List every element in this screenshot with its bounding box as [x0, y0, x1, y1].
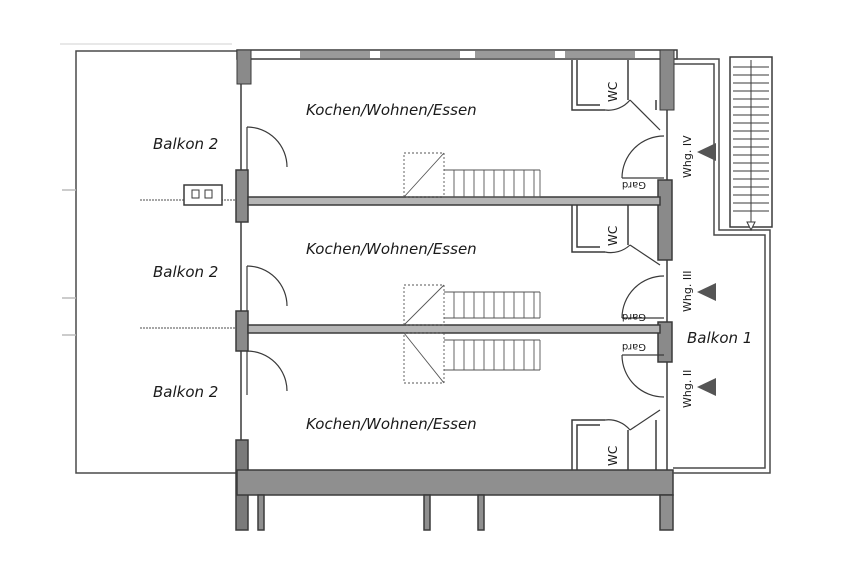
label-balcony1: Balkon 1 — [687, 329, 752, 347]
label-kitchen-top: Kochen/Wohnen/Essen — [306, 101, 477, 119]
label-whg-iv: Whg. IV — [681, 135, 694, 178]
entrance-arrows — [697, 143, 716, 396]
entrance-arrow-iii — [697, 283, 716, 301]
external-stair — [729, 56, 773, 232]
right-wall — [657, 110, 673, 470]
entrance-arrow-ii — [697, 378, 716, 396]
entrance-arrow-iv — [697, 143, 716, 161]
label-balcony2-top: Balkon 2 — [153, 135, 218, 153]
label-balcony2-mid: Balkon 2 — [153, 263, 218, 281]
label-wc-top: WC — [606, 82, 620, 102]
label-gard-3: Gard — [622, 341, 646, 352]
label-whg-ii: Whg. II — [681, 370, 694, 408]
label-gard-2: Gard — [622, 311, 646, 322]
label-wc-bottom: WC — [606, 446, 620, 466]
stair-top — [403, 152, 541, 198]
balcony-1-outline — [673, 58, 771, 474]
label-wc-mid: WC — [606, 226, 620, 246]
label-kitchen-bottom: Kochen/Wohnen/Essen — [306, 415, 477, 433]
service-box — [183, 184, 223, 206]
left-facade-wall — [235, 84, 249, 531]
stair-middle — [403, 284, 541, 384]
bottom-structure — [236, 469, 674, 531]
label-kitchen-mid: Kochen/Wohnen/Essen — [306, 240, 477, 258]
top-exterior-wall — [236, 49, 678, 111]
label-balcony2-bottom: Balkon 2 — [153, 383, 218, 401]
label-gard-1: Gard — [622, 179, 646, 190]
balcony-2-outline — [62, 50, 237, 474]
label-whg-iii: Whg. III — [681, 270, 694, 312]
door-swings — [246, 99, 665, 431]
wc-rooms — [571, 60, 657, 470]
party-walls — [140, 196, 661, 334]
